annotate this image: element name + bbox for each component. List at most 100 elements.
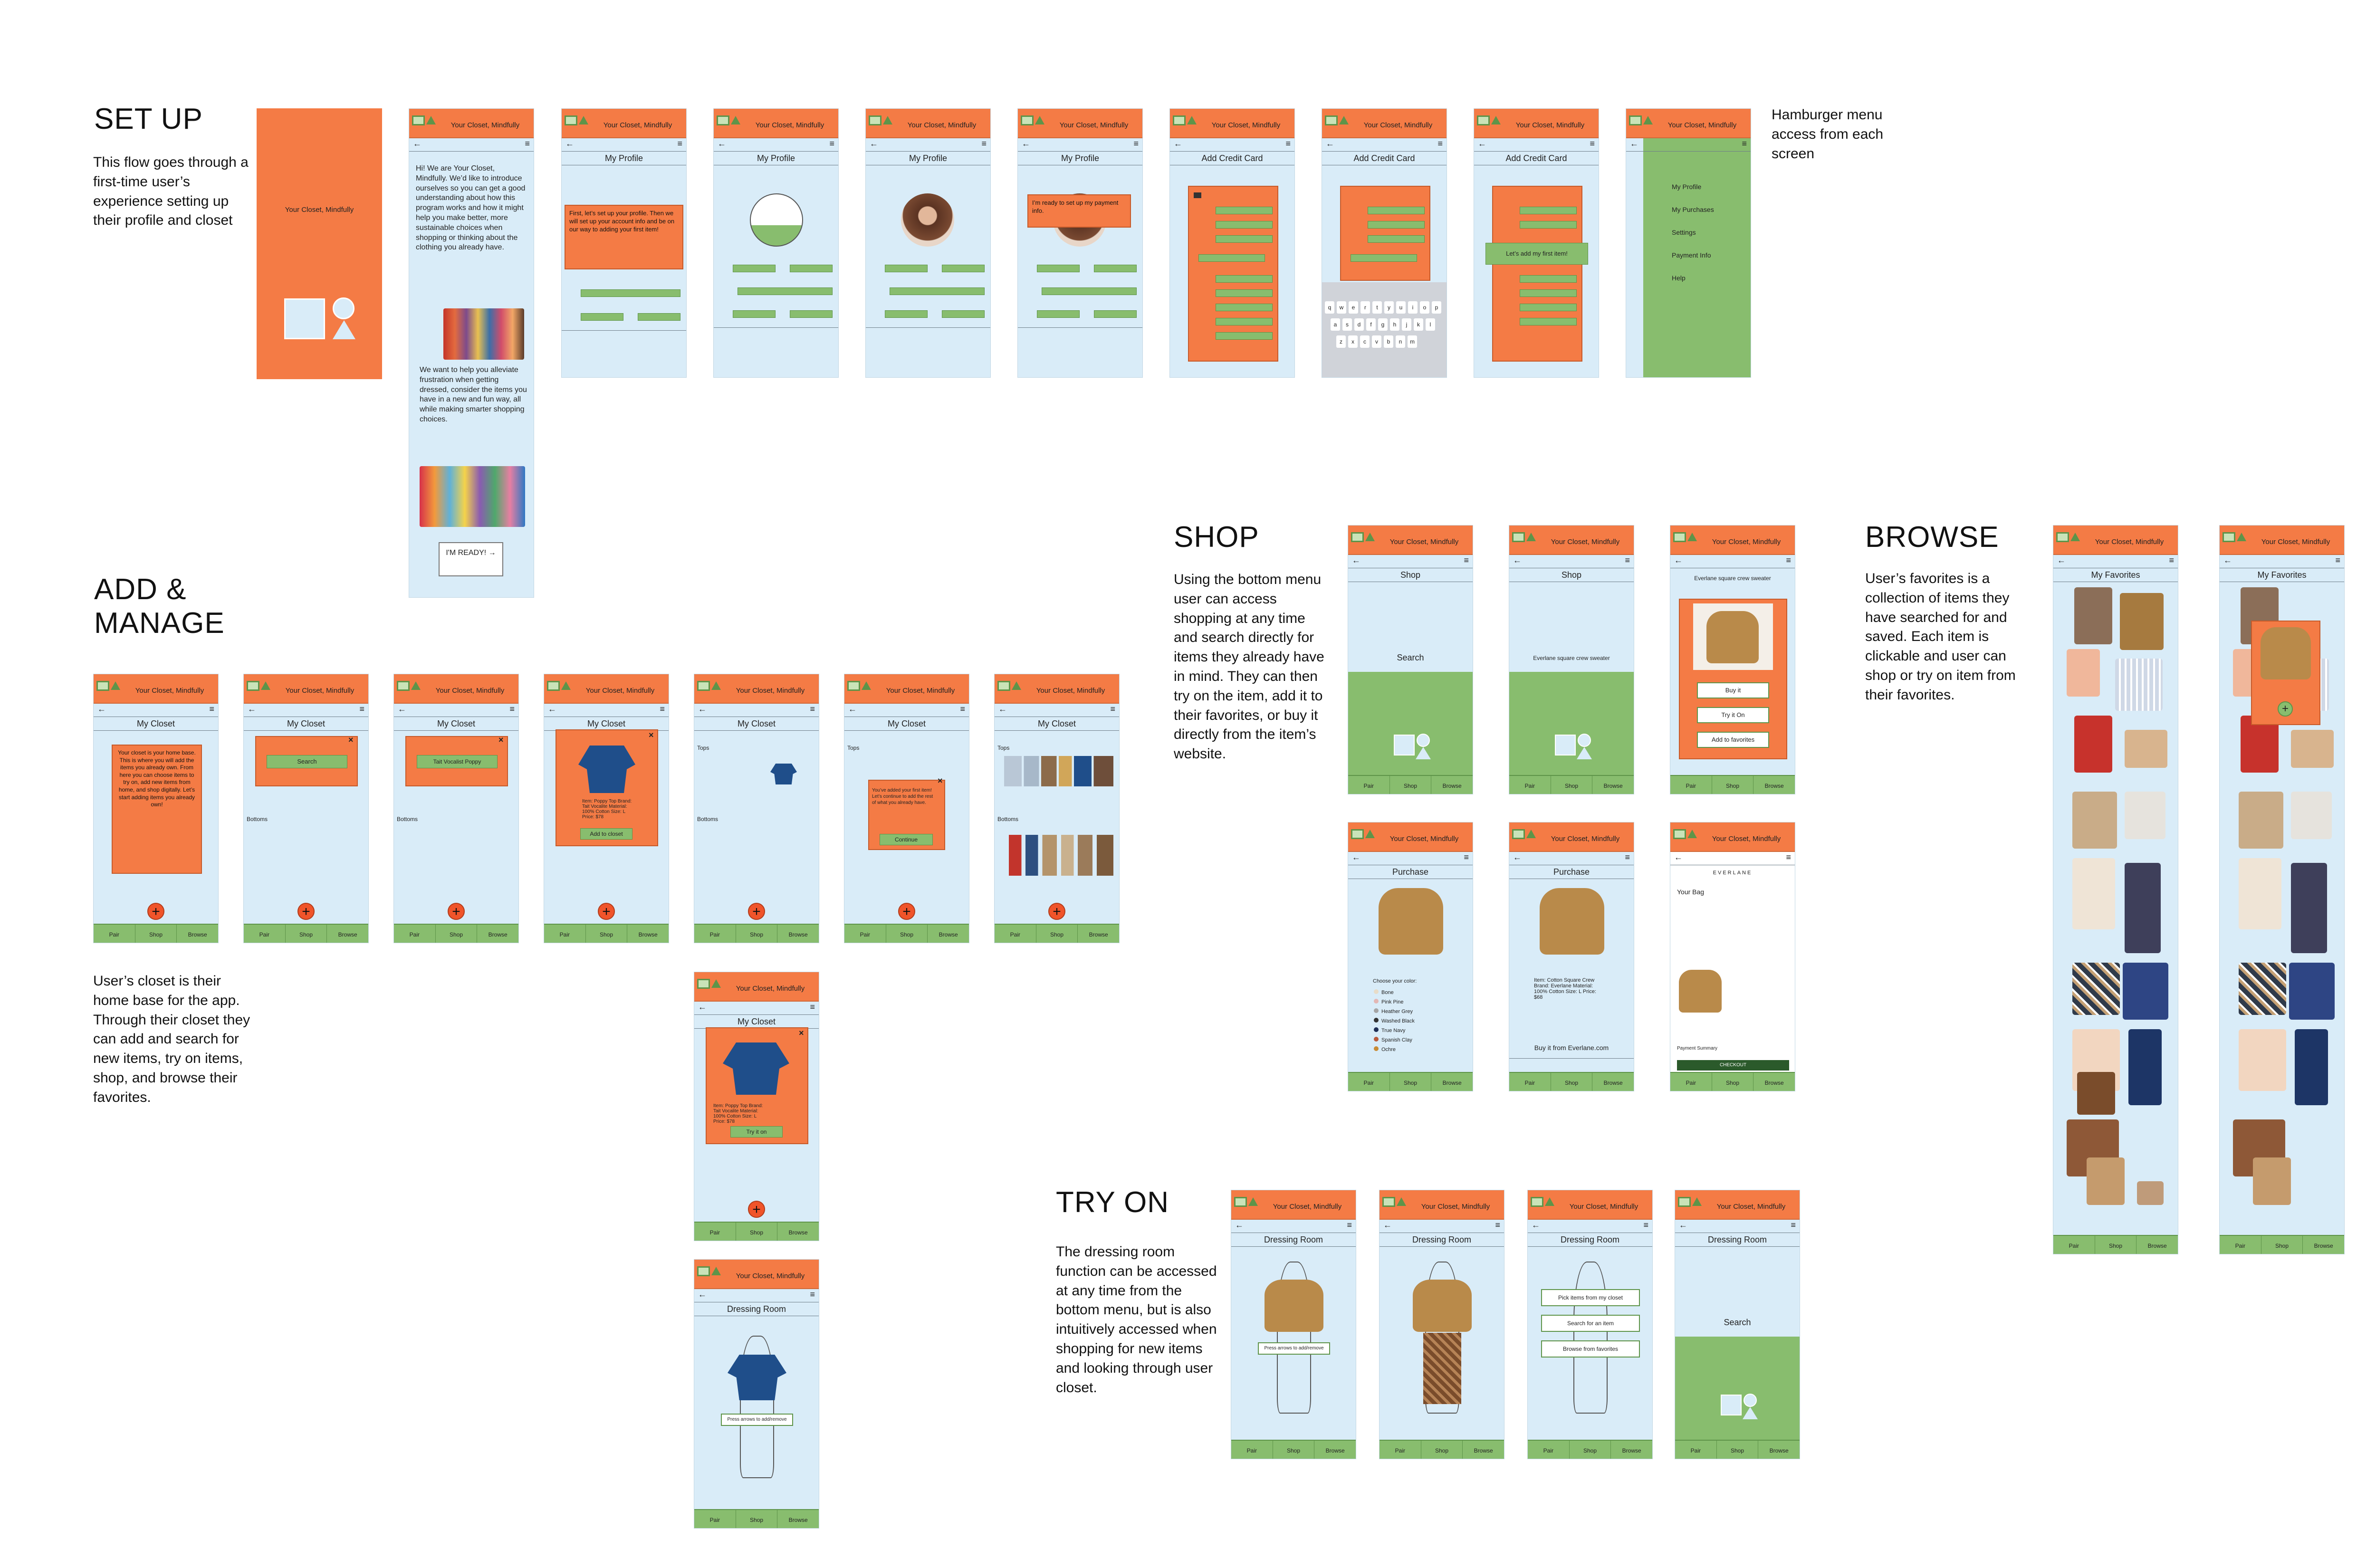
tab-pair[interactable]: Pair	[709, 1517, 720, 1523]
back-icon[interactable]: ←	[1630, 139, 1638, 148]
add-item-button[interactable]: +	[297, 903, 315, 920]
key[interactable]: z	[1336, 335, 1346, 348]
tab-pair[interactable]: Pair	[1363, 1080, 1374, 1086]
form-field[interactable]	[1216, 318, 1273, 325]
color-option[interactable]: Ochre	[1374, 1045, 1415, 1054]
back-icon[interactable]: ←	[1478, 139, 1486, 148]
closet-item-top[interactable]	[770, 764, 797, 784]
buy-it-button[interactable]: Buy it	[1697, 682, 1769, 698]
add-first-item-button[interactable]: Let’s add my first item!	[1485, 243, 1588, 265]
form-field[interactable]	[942, 310, 985, 318]
add-to-favorites-button[interactable]: Add to favorites	[1697, 732, 1769, 748]
back-icon[interactable]: ←	[413, 139, 422, 148]
back-icon[interactable]: ←	[1352, 555, 1360, 565]
menu-icon[interactable]: ≡	[1786, 852, 1791, 862]
buy-link[interactable]: Buy it from Everlane.com	[1534, 1044, 1609, 1052]
color-option[interactable]: Pink Pine	[1374, 997, 1415, 1007]
key[interactable]: w	[1337, 301, 1346, 314]
checkout-button[interactable]: CHECKOUT	[1677, 1060, 1789, 1071]
color-option[interactable]: Bone	[1374, 988, 1415, 997]
tab-pair[interactable]: Pair	[109, 931, 119, 938]
try-it-on-button[interactable]: Try it On	[1697, 707, 1769, 723]
form-field[interactable]	[1368, 207, 1425, 214]
color-option[interactable]: True Navy	[1374, 1026, 1415, 1035]
form-field[interactable]	[1216, 207, 1273, 214]
form-field[interactable]	[738, 287, 833, 295]
back-icon[interactable]: ←	[1326, 139, 1334, 148]
close-icon[interactable]: ×	[498, 735, 504, 745]
back-icon[interactable]: ←	[1174, 139, 1182, 148]
form-field[interactable]	[1520, 289, 1577, 297]
tab-shop[interactable]: Shop	[1272, 1441, 1314, 1459]
back-icon[interactable]: ←	[1235, 1220, 1244, 1230]
add-item-button[interactable]: +	[598, 903, 615, 920]
tab-browse[interactable]: Browse	[777, 925, 819, 943]
tab-pair[interactable]: Pair	[1690, 1447, 1701, 1454]
key[interactable]: o	[1420, 301, 1429, 314]
tab-pair[interactable]: Pair	[1363, 783, 1374, 789]
menu-icon[interactable]: ≡	[1464, 555, 1469, 565]
tab-browse[interactable]: Browse	[1592, 1073, 1634, 1091]
key[interactable]: n	[1396, 335, 1405, 348]
menu-icon[interactable]: ≡	[1133, 139, 1139, 148]
menu-icon[interactable]: ≡	[525, 139, 530, 148]
tab-pair[interactable]: Pair	[1686, 1080, 1696, 1086]
continue-button[interactable]: Continue	[880, 834, 933, 845]
key[interactable]: r	[1360, 301, 1370, 314]
form-field[interactable]	[1198, 254, 1265, 262]
back-icon[interactable]: ←	[1674, 852, 1683, 862]
favorite-item[interactable]	[2125, 792, 2165, 839]
menu-icon[interactable]: ≡	[509, 704, 515, 714]
tab-browse[interactable]: Browse	[627, 925, 669, 943]
back-icon[interactable]: ←	[1532, 1220, 1540, 1230]
search-label[interactable]: Search	[1397, 653, 1424, 662]
tab-browse[interactable]: Browse	[2302, 1236, 2344, 1254]
payment-popup[interactable]: I’m ready to set up my payment info.	[1027, 194, 1131, 228]
form-field[interactable]	[581, 289, 680, 297]
tab-shop[interactable]: Shop	[1711, 776, 1753, 794]
search-label[interactable]: Search	[1724, 1318, 1751, 1327]
form-field[interactable]	[885, 265, 928, 272]
back-icon[interactable]: ←	[398, 704, 406, 714]
add-item-button[interactable]: +	[748, 1201, 765, 1218]
tab-shop[interactable]: Shop	[285, 925, 327, 943]
menu-icon[interactable]: ≡	[209, 704, 214, 714]
key[interactable]: f	[1366, 318, 1376, 331]
tab-pair[interactable]: Pair	[1395, 1447, 1405, 1454]
form-field[interactable]	[1520, 318, 1577, 325]
favorite-item[interactable]	[2241, 716, 2279, 773]
favorite-item[interactable]	[2067, 649, 2100, 697]
tab-shop[interactable]: Shop	[1716, 1441, 1758, 1459]
form-field[interactable]	[1520, 275, 1577, 283]
tab-shop[interactable]: Shop	[1569, 1441, 1611, 1459]
favorite-item[interactable]	[2072, 858, 2115, 929]
tab-shop[interactable]: Shop	[1035, 925, 1078, 943]
tab-browse[interactable]: Browse	[1610, 1441, 1652, 1459]
favorite-item[interactable]	[2291, 792, 2332, 839]
favorite-item[interactable]	[2291, 730, 2334, 768]
back-icon[interactable]: ←	[870, 139, 878, 148]
tab-browse[interactable]: Browse	[326, 925, 368, 943]
tab-shop[interactable]: Shop	[585, 925, 627, 943]
form-field[interactable]	[942, 265, 985, 272]
key[interactable]: e	[1349, 301, 1358, 314]
tab-shop[interactable]: Shop	[2094, 1236, 2136, 1254]
tab-browse[interactable]: Browse	[1758, 1441, 1800, 1459]
key[interactable]: u	[1396, 301, 1406, 314]
tab-browse[interactable]: Browse	[1753, 1073, 1795, 1091]
add-item-button[interactable]: +	[898, 903, 915, 920]
favorite-item[interactable]	[2291, 863, 2327, 953]
closet-bottoms-row[interactable]	[1009, 835, 1113, 876]
back-icon[interactable]: ←	[1513, 555, 1522, 565]
back-icon[interactable]: ←	[1022, 139, 1030, 148]
form-field[interactable]	[1042, 287, 1137, 295]
form-field[interactable]	[1368, 235, 1425, 243]
back-icon[interactable]: ←	[97, 704, 106, 714]
tab-browse[interactable]: Browse	[777, 1223, 819, 1241]
favorite-item[interactable]	[2137, 1181, 2164, 1205]
menu-icon[interactable]: ≡	[810, 704, 815, 714]
menu-icon[interactable]: ≡	[1643, 1220, 1648, 1230]
back-icon[interactable]: ←	[565, 139, 574, 148]
favorite-item[interactable]	[2120, 593, 2164, 650]
tab-browse[interactable]: Browse	[1592, 776, 1634, 794]
